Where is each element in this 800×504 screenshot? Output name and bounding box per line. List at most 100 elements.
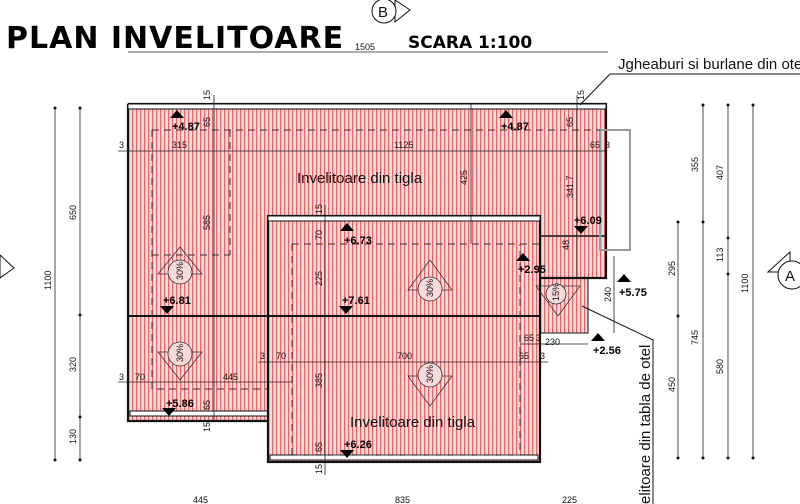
dimension-label: 30% — [175, 344, 185, 362]
dimension-label: 15% — [551, 283, 561, 301]
slope-markers: 30% 30% 30% 30% 15% — [157, 246, 581, 407]
right-dimensions: 355 407 295 113 1100 745 580 450 — [667, 103, 755, 460]
drawing-mark — [726, 456, 730, 460]
dimension-label: 3 — [536, 333, 541, 343]
drawing-mark — [340, 223, 354, 231]
dimension-label: 65 — [202, 400, 212, 410]
drawing-mark — [371, 0, 397, 24]
drawing-mark — [167, 259, 193, 285]
dimension-label: 30% — [425, 279, 435, 297]
drawing-mark — [78, 313, 82, 317]
elevation-label: +6.73 — [344, 235, 372, 247]
dimension-label: B — [378, 4, 388, 21]
drawing-mark — [0, 254, 15, 279]
drawing-mark — [617, 274, 631, 282]
roof-label-upper: Invelitoare din tigla — [297, 170, 423, 187]
drawing-mark — [53, 106, 82, 462]
gutter-label: Jgheaburi si burlane din otel — [618, 56, 800, 73]
dimension-label: 3 — [119, 140, 124, 150]
dimension-label: 355 — [690, 157, 700, 172]
dimension-label: 65 — [314, 442, 324, 452]
elevation-label: +2.95 — [518, 264, 546, 276]
steel-roof-leader-line — [581, 305, 654, 504]
dimension-label: 445 — [223, 372, 238, 382]
elevation-label: +5.86 — [166, 398, 194, 410]
roof-lower — [266, 214, 542, 464]
drawing-mark — [574, 226, 588, 234]
drawing-mark — [78, 415, 82, 419]
steel-roof-label: elitoare din tabla de otel — [637, 345, 654, 504]
page-title: PLAN INVELITOARE — [6, 21, 344, 56]
drawing-mark — [676, 456, 680, 460]
drawing-mark — [394, 0, 411, 24]
elevation-label: +7.61 — [342, 295, 370, 307]
drawing-mark — [127, 103, 607, 110]
dimension-label: 580 — [715, 359, 725, 374]
dimension-label: 1100 — [43, 271, 53, 290]
dimension-label: 315 — [172, 140, 187, 150]
dimension-label: 65 — [565, 117, 575, 127]
dimension-label: 65 — [590, 140, 600, 150]
drawing-mark — [160, 306, 174, 314]
top-dimension: 1505 — [355, 42, 375, 52]
dimension-label: 113 — [715, 248, 725, 262]
dimension-label: 1100 — [740, 274, 750, 293]
roof-label-lower: Invelitoare din tigla — [350, 414, 476, 431]
dimension-label: 15 — [314, 204, 324, 214]
dimension-label: 1125 — [394, 140, 413, 150]
drawing-mark — [170, 110, 184, 118]
drawing-mark — [676, 103, 755, 460]
axis-marker-left — [0, 254, 15, 279]
dimension-label: 70 — [135, 372, 145, 382]
elevation-label: +4.87 — [501, 121, 529, 133]
drawing-mark — [751, 103, 755, 107]
dimension-label: A — [785, 268, 795, 285]
dimension-label: 295 — [667, 261, 677, 276]
drawing-mark — [269, 454, 539, 461]
dimension-label: 3 — [119, 372, 124, 382]
dimension-label: 425 — [459, 170, 469, 185]
drawing-mark — [676, 314, 680, 318]
drawing-mark — [701, 103, 705, 107]
drawing-mark — [701, 456, 705, 460]
elevation-label: +6.09 — [574, 215, 602, 227]
elevation-markers: +4.87 +4.87 +6.09 +6.73 +2.95 +5.75 +6.8… — [160, 110, 647, 458]
drawing-mark — [499, 110, 513, 118]
gutter-leader-line — [579, 73, 611, 106]
dimension-label: 65 — [202, 117, 212, 127]
drawing-mark — [267, 215, 541, 222]
bottom-dimensions: 445 835 225 — [193, 495, 577, 504]
drawing-mark — [751, 456, 755, 460]
drawing-mark — [726, 236, 730, 240]
drawing-mark — [417, 276, 443, 302]
dimension-label: 320 — [68, 357, 78, 372]
dimension-label: 230 — [545, 337, 560, 347]
drawing-mark — [676, 220, 680, 224]
elevation-label: +4.87 — [172, 121, 200, 133]
drawing-mark — [167, 341, 193, 367]
dimension-label: 700 — [397, 351, 412, 361]
dimension-label: 407 — [715, 165, 725, 180]
elevation-label: +5.75 — [619, 287, 647, 299]
dimension-label: 745 — [690, 330, 700, 345]
dimension-label: 835 — [395, 495, 410, 504]
walls-below-dashed — [151, 129, 600, 456]
drawing-mark — [53, 458, 57, 462]
dimension-label: 341.7 — [565, 175, 575, 198]
drawing-mark — [516, 253, 530, 261]
dimension-label: 450 — [667, 377, 677, 392]
drawing-mark — [545, 283, 567, 305]
dimension-label: 130 — [68, 429, 78, 444]
drawing-mark — [128, 104, 268, 421]
dimension-label: 385 — [314, 373, 324, 388]
drawing-mark — [777, 260, 800, 290]
drawing-mark — [78, 458, 82, 462]
dimension-label: 70 — [314, 230, 324, 240]
dimension-label: 585 — [202, 215, 212, 230]
drawing-mark — [53, 106, 57, 110]
dimension-label: 3 — [605, 140, 610, 150]
drawing-mark — [701, 220, 705, 224]
elevation-label: +6.81 — [163, 295, 191, 307]
